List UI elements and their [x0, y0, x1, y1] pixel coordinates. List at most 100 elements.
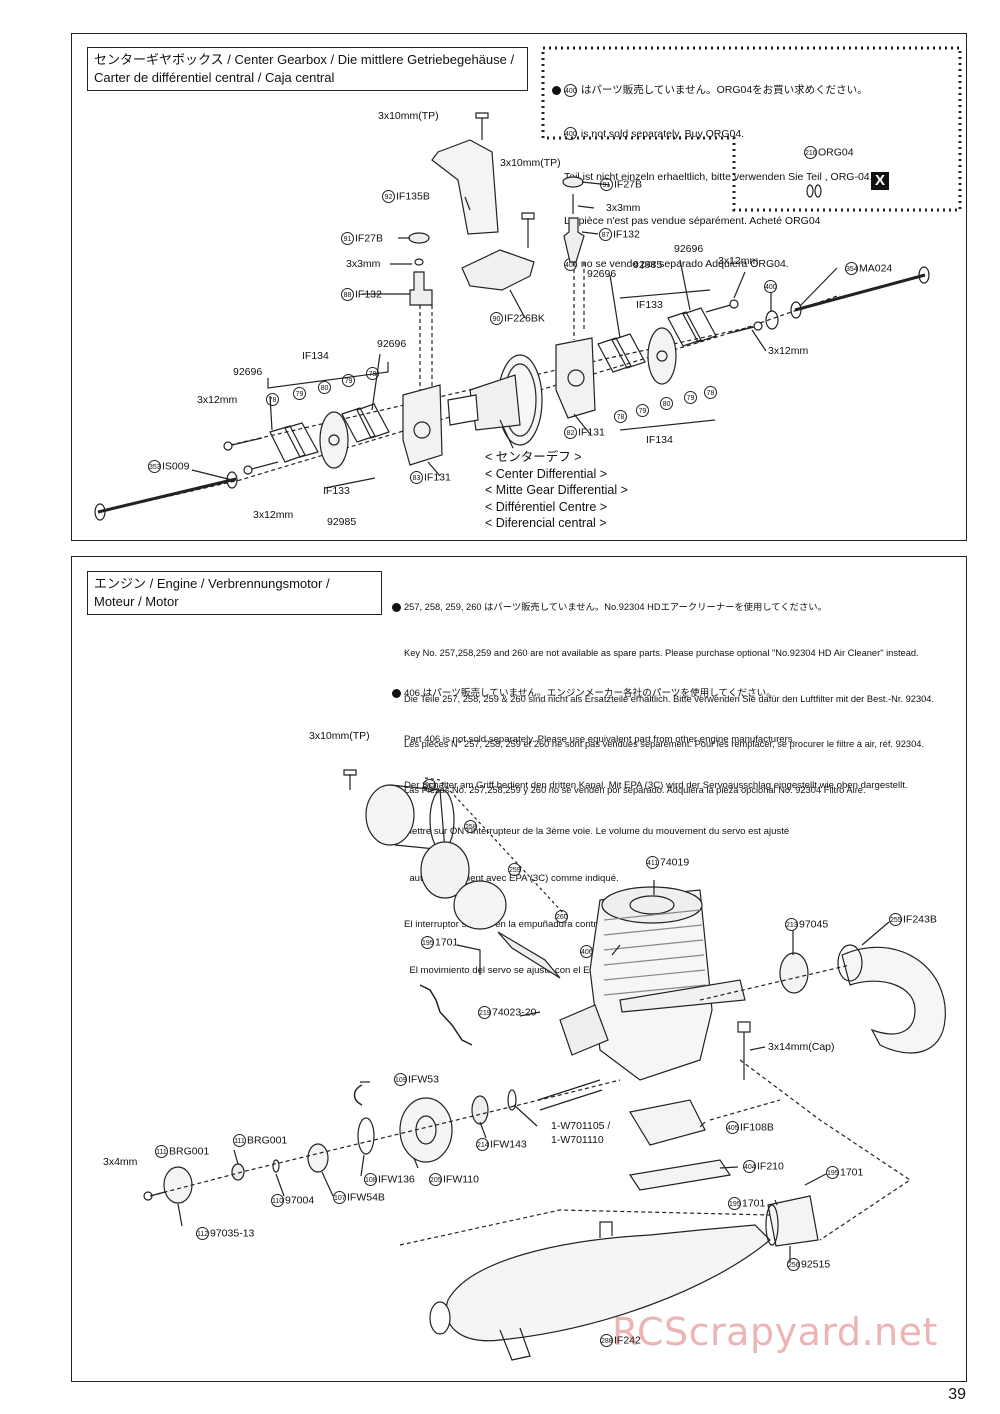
label-code: 97004 [285, 1194, 315, 1207]
part-number-circle: 111 [155, 1145, 168, 1158]
engine-label-219: 21974023-20 [478, 1006, 536, 1019]
gearbox-num-78-l1: 78 [266, 393, 280, 406]
engine-label-257: 257 [423, 779, 437, 792]
gearbox-label-92696-r2: 92696 [587, 268, 616, 280]
part-number-circle: 214 [476, 1138, 489, 1151]
label-code: IFW54B [347, 1191, 385, 1204]
gearbox-label-if134-l: IF134 [302, 350, 329, 362]
label-code: MA024 [859, 262, 893, 275]
part-number-circle: 90 [490, 312, 503, 325]
engine-label-214: 214IFW143 [476, 1138, 527, 1151]
gearbox-label-3x3-right: 3x3mm [606, 202, 640, 214]
part-number-circle: 411 [646, 856, 659, 869]
engine-label-3x4: 3x4mm [103, 1156, 137, 1168]
label-code: 92696 [587, 268, 617, 280]
gearbox-label-3x12-left-top: 3x12mm [197, 394, 237, 406]
part-number-circle: 112 [196, 1227, 209, 1240]
part-number-circle: 91 [600, 178, 613, 191]
label-code: 3x12mm [768, 345, 809, 357]
part-number-circle: 88 [341, 288, 354, 301]
label-code: 97045 [799, 918, 829, 931]
part-number-circle: 405 [726, 1121, 739, 1134]
label-code: IF134 [646, 434, 673, 446]
gearbox-label-3x12-right-bottom: 3x12mm [768, 345, 808, 357]
label-code: IF108B [740, 1121, 774, 1134]
gearbox-note-line-de: Teil ist nicht einzeln erhaeltlich, bitt… [564, 171, 873, 183]
label-code: 3x10mm(TP) [378, 110, 439, 122]
label-code: 3x3mm [606, 202, 641, 214]
engine-label-1w701105: 1-W701105 /1-W701110 [551, 1119, 610, 1147]
org04-text: ORG04 [818, 146, 854, 159]
gearbox-label-if133-r: IF133 [636, 299, 663, 311]
label-code: 92985 [633, 259, 663, 271]
label-code: IF133 [636, 299, 663, 311]
gearbox-label-92696-l2: 92696 [377, 338, 406, 350]
gearbox-label-353: 353IS009 [148, 460, 189, 473]
engine-label-406: 406 [580, 945, 594, 958]
engine-label-404: 404IF210 [743, 1160, 784, 1173]
part-number-circle: 91 [341, 232, 354, 245]
label-code: BRG001 [247, 1134, 288, 1147]
part-number-circle: 78 [366, 367, 379, 380]
part-number-circle: 78 [614, 410, 627, 423]
label-code: IF131 [424, 471, 451, 484]
label-code: 97035-13 [210, 1227, 255, 1240]
label-code: 1-W701110 [551, 1134, 604, 1146]
part-number-circle: 353 [148, 460, 161, 473]
gearbox-label-if133-l: IF133 [323, 485, 350, 497]
engine-label-195-right: 1951701 [826, 1166, 863, 1179]
engine-note2-text: 406 はパーツ販売していません。エンジンメーカー各社のパーツを使用してください… [404, 687, 776, 699]
center-gearbox-title-line2: Carter de différentiel central / Caja ce… [94, 70, 335, 85]
label-code: 1701 [435, 936, 459, 949]
engine-title: エンジン / Engine / Verbrennungsmotor / Mote… [87, 571, 382, 615]
engine-label-107: 107IFW54B [333, 1191, 385, 1204]
engine-label-405: 405IF108B [726, 1121, 774, 1134]
part-number-circle: 354 [845, 262, 858, 275]
part-number-circle: 260 [555, 910, 568, 923]
gearbox-num-79-r1: 79 [636, 404, 650, 417]
gearbox-note-line-es: 400 no se vende por separado Adquiera OR… [552, 257, 873, 272]
label-code: 1701 [840, 1166, 864, 1179]
gearbox-label-3x3-left: 3x3mm [346, 258, 380, 270]
center-gearbox-title: センターギヤボックス / Center Gearbox / Die mittle… [87, 47, 528, 91]
gearbox-label-screw-2: 3x10mm(TP) [500, 157, 561, 169]
bullet-icon [392, 603, 401, 613]
part-number-circle: 259 [508, 863, 521, 876]
engine-label-195-left: 1951701 [728, 1197, 765, 1210]
label-code: 3x12mm [197, 394, 238, 406]
bullet-icon [392, 688, 401, 698]
part-number-circle: 400 [564, 127, 577, 141]
engine-panel [71, 556, 967, 1382]
gearbox-num-78-r1: 78 [614, 410, 628, 423]
engine-label-3x14: 3x14mm(Cap) [768, 1041, 835, 1053]
gearbox-label-screw-top: 3x10mm(TP) [378, 110, 439, 122]
part-number-circle: 80 [660, 397, 673, 410]
label-code: 3x14mm(Cap) [768, 1041, 835, 1053]
engine-label-109: 109IFW53 [394, 1073, 439, 1086]
part-number-circle: 79 [342, 374, 355, 387]
gearbox-num-79-r2: 79 [684, 391, 698, 404]
label-code: 3x12mm [718, 255, 759, 267]
engine-label-213: 21397045 [785, 918, 828, 931]
label-code: 3x10mm(TP) [500, 157, 561, 169]
x-mark-icon: X [871, 172, 889, 190]
label-code: IF132 [355, 288, 382, 301]
engine-note-2: 406 はパーツ販売していません。エンジンメーカー各社のパーツを使用してください… [392, 655, 908, 994]
part-number-circle: 109 [394, 1073, 407, 1086]
label-code: 3x12mm [253, 509, 294, 521]
label-code: IF27B [614, 178, 643, 191]
part-number-circle: 87 [599, 228, 612, 241]
engine-label-195-top: 1951701 [421, 936, 458, 949]
engine-note2-line-de: Der Schalter am Griff bedient den dritte… [404, 780, 908, 792]
part-number-circle: 288 [600, 1334, 613, 1347]
label-code: 92696 [377, 338, 407, 350]
